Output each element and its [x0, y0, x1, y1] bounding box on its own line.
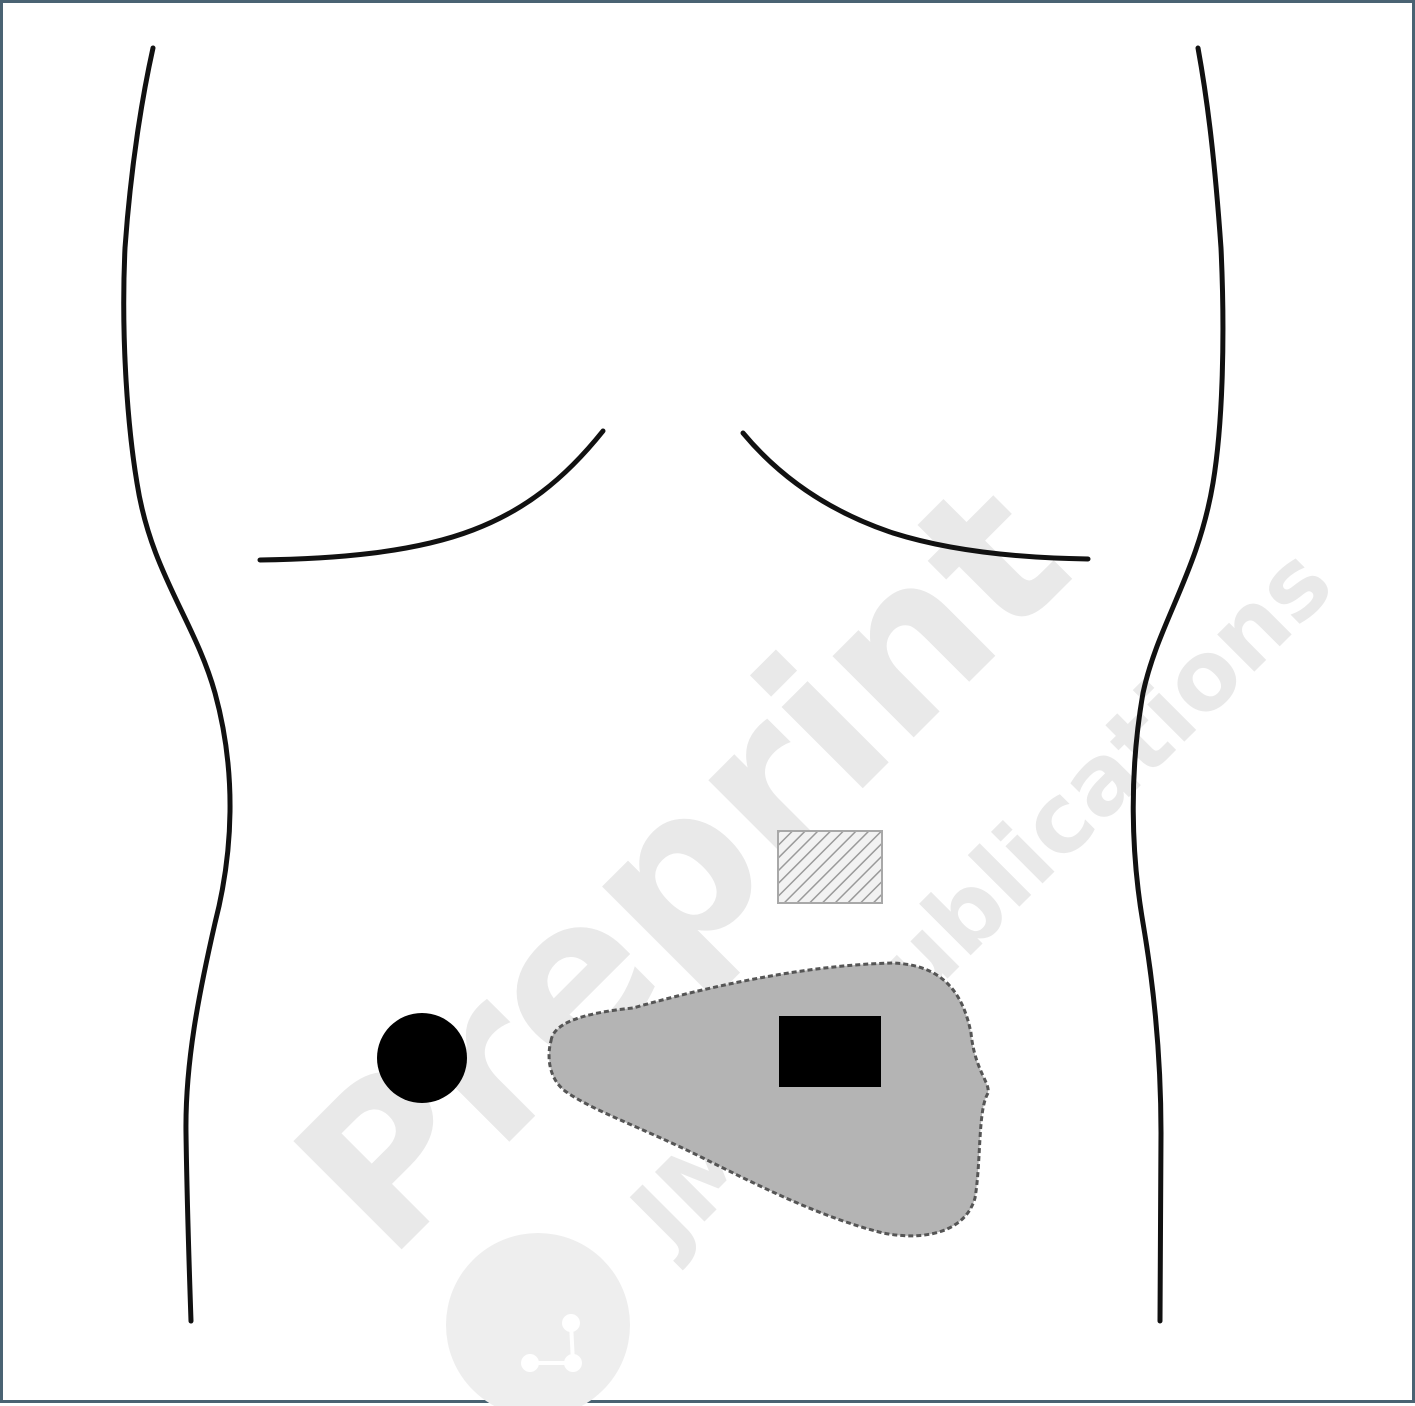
jmir-logo-icon: [446, 1233, 630, 1406]
left-costal-margin: [260, 431, 603, 560]
hatched-marker: [778, 831, 882, 903]
black-rectangle-marker: [779, 1016, 881, 1087]
abdomen-diagram: Preprint JMIR Publications: [3, 3, 1415, 1406]
black-circle-marker: [377, 1013, 467, 1103]
watermark: Preprint JMIR Publications: [250, 435, 1353, 1406]
torso-left-outline: [124, 48, 230, 1321]
